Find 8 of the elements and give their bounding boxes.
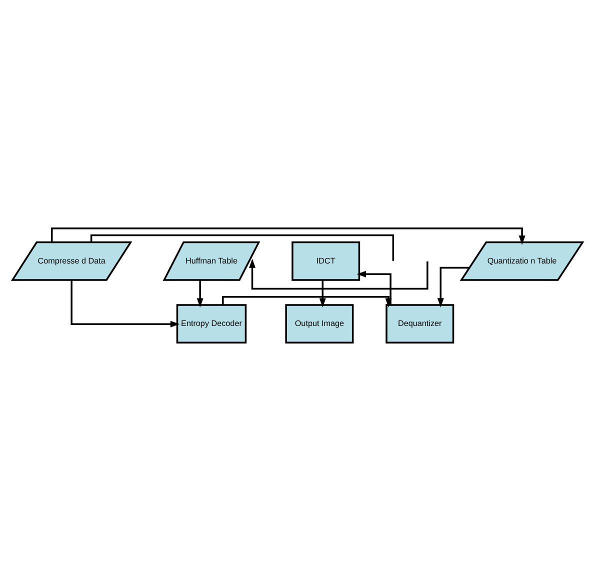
arrow <box>319 280 326 308</box>
connector <box>90 234 394 260</box>
arrow <box>196 280 204 308</box>
arrow <box>70 280 180 327</box>
arrow <box>356 270 392 304</box>
arrow <box>437 266 470 307</box>
arrow <box>222 295 392 308</box>
arrow <box>249 258 428 290</box>
